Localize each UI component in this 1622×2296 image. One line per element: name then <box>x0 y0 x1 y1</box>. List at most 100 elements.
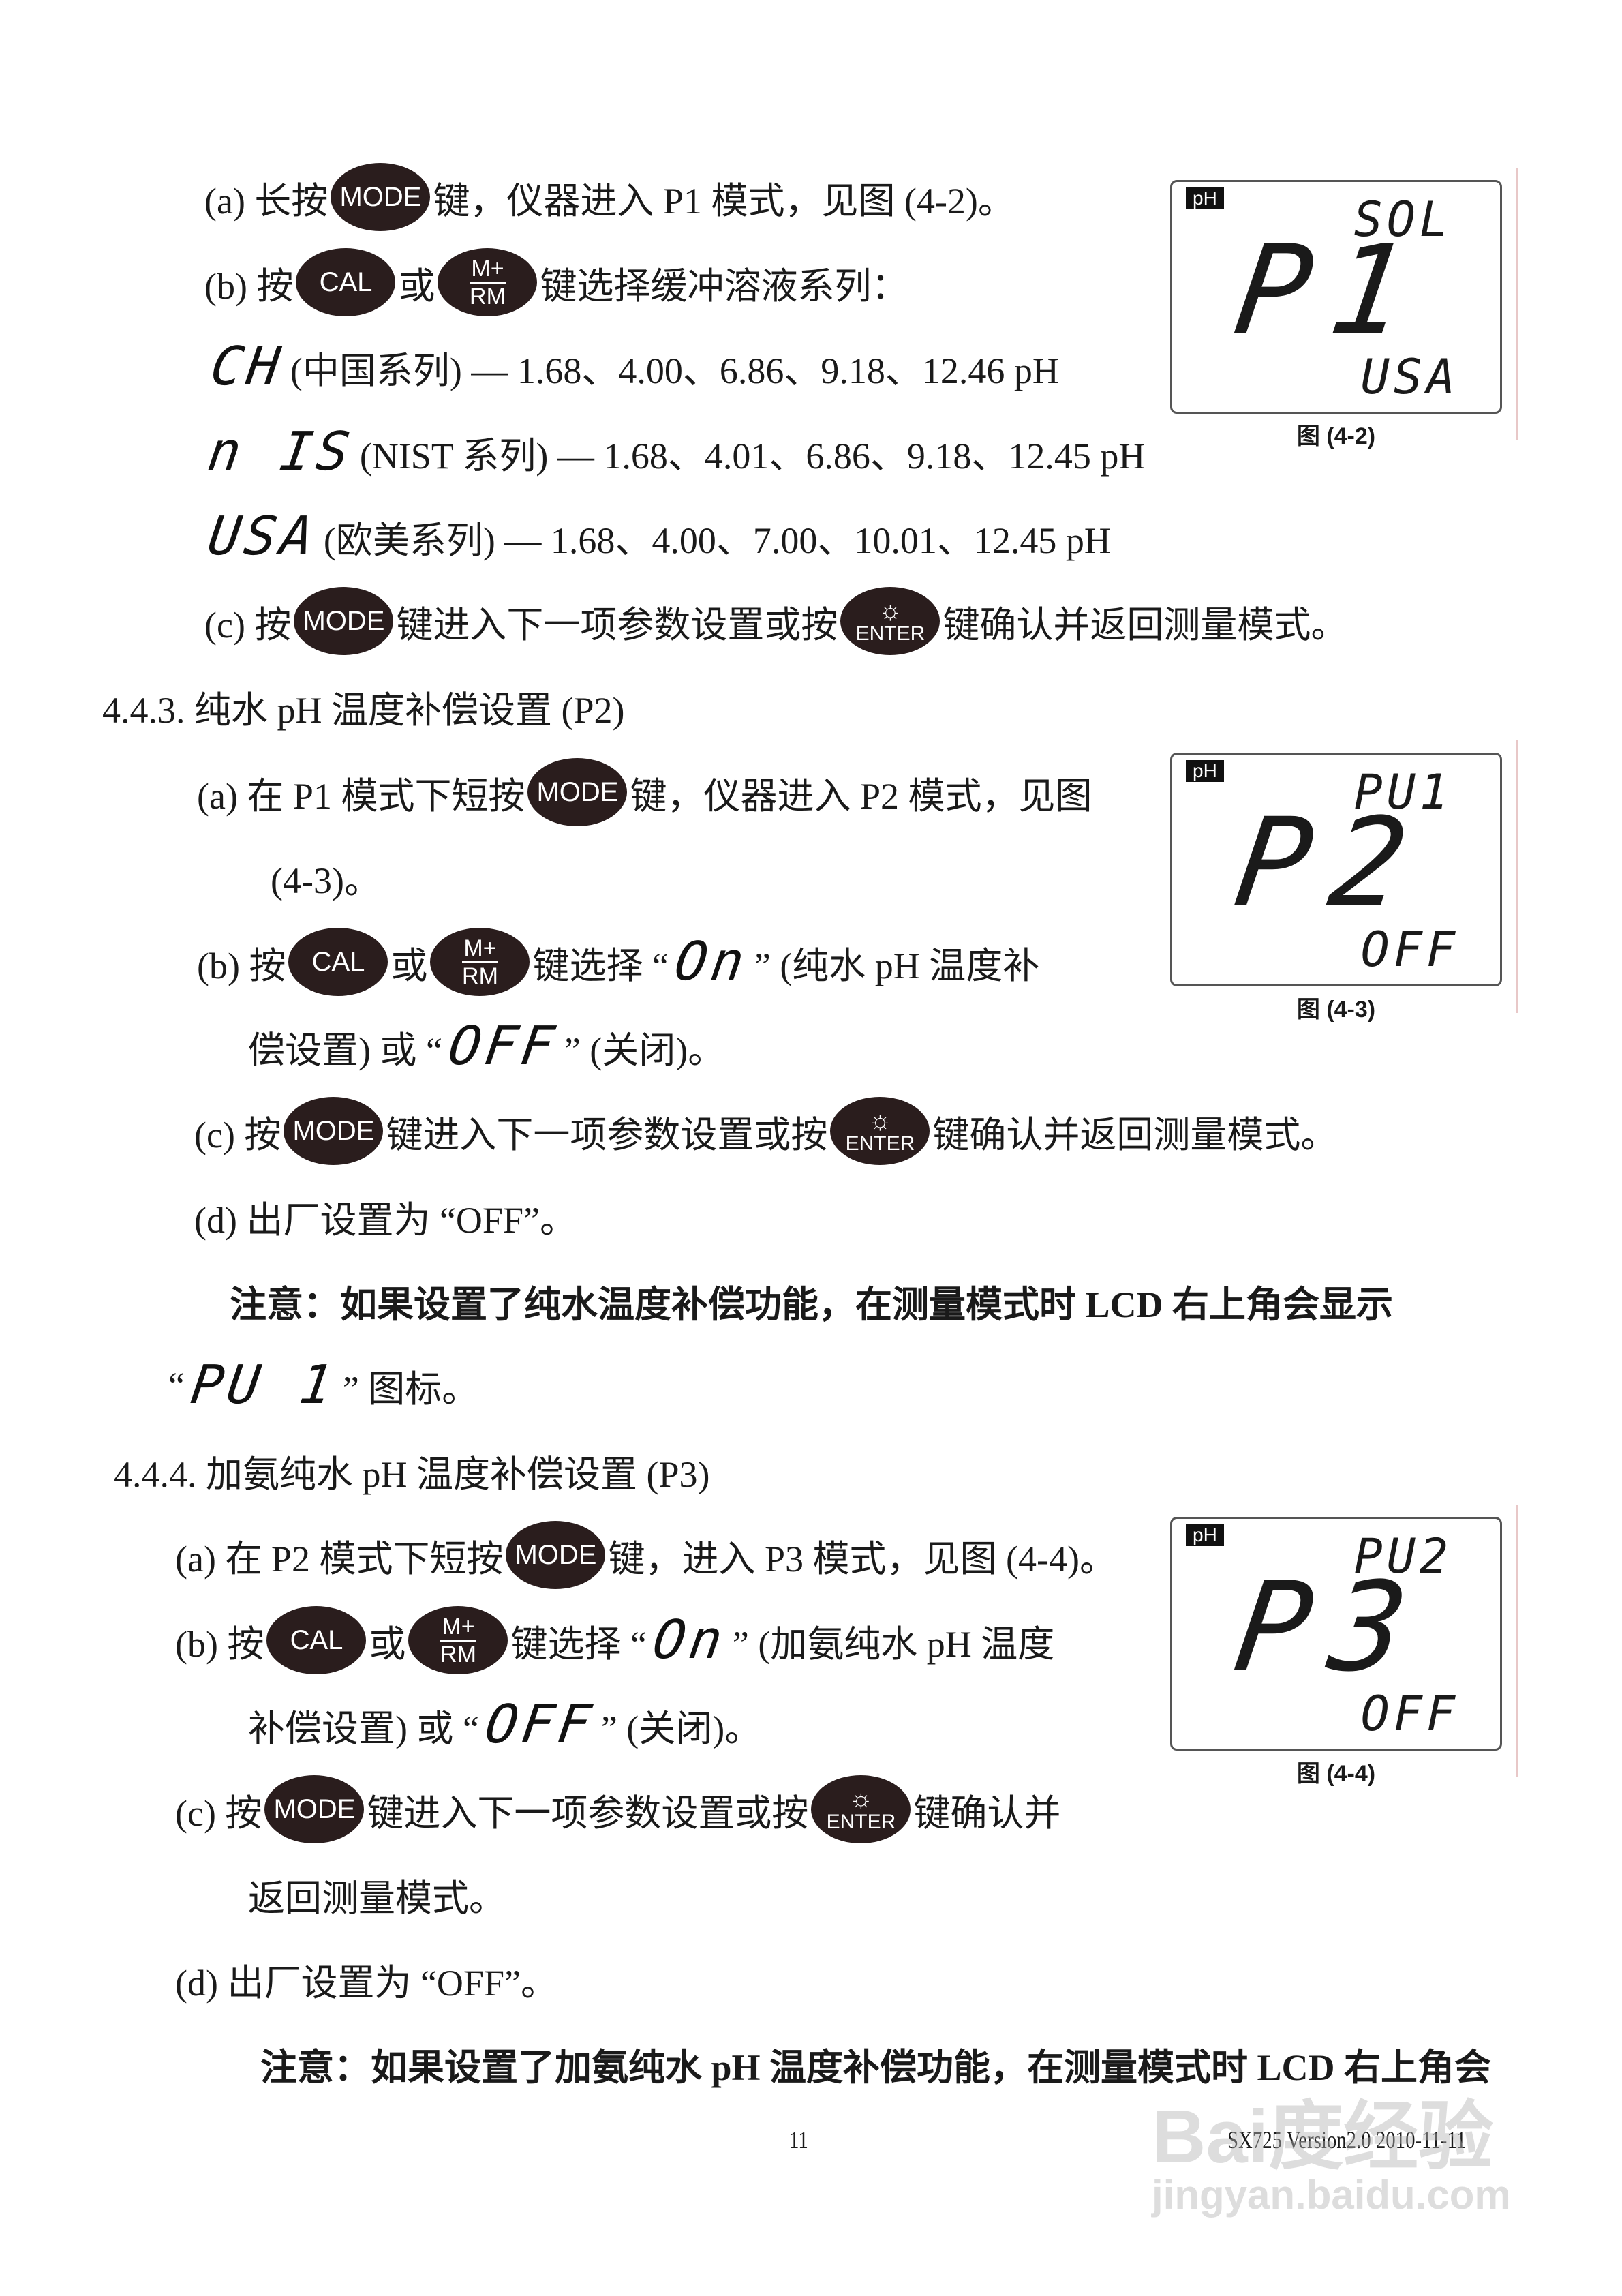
text-run: 补偿设置) 或 “ <box>248 1708 479 1749</box>
text-line: n IS(NIST 系列) — 1.68、4.01、6.86、9.18、12.4… <box>202 414 1146 489</box>
lcd-segment-text: OFF <box>444 1016 562 1077</box>
text-line: USA(欧美系列) — 1.68、4.00、7.00、10.01、12.45 p… <box>202 499 1111 574</box>
text-run: (b) 按 <box>197 945 286 986</box>
text-run: 键进入下一项参数设置或按 <box>386 1114 828 1155</box>
margin-line <box>1516 1505 1518 1777</box>
key-label: MODE <box>292 1116 375 1146</box>
text-run: 键，仪器进入 P2 模式，见图 <box>630 775 1092 817</box>
watermark-url: jingyan.baidu.com <box>1152 2172 1511 2218</box>
key-label: M+ <box>463 935 497 961</box>
text-run: 键进入下一项参数设置或按 <box>396 604 838 646</box>
text-run: 或 <box>369 1623 406 1665</box>
key-label: M+ <box>442 1613 475 1640</box>
text-run: (d) 出厂设置为 “OFF”。 <box>194 1199 577 1241</box>
mode-key-icon: MODE <box>331 163 431 231</box>
key-label: RM <box>440 1639 476 1666</box>
mode-key-icon: MODE <box>284 1097 384 1165</box>
m-plus-rm-key-icon: M+RM <box>438 248 538 316</box>
text-run: 偿设置) 或 “ <box>248 1029 442 1071</box>
key-label: RM <box>462 961 498 988</box>
mode-key-icon: MODE <box>294 587 394 655</box>
text-line: (d) 出厂设置为 “OFF”。 <box>194 1179 577 1254</box>
sun-icon: ☼ <box>868 1106 892 1135</box>
text-run: (c) 按 <box>194 1114 281 1155</box>
mode-key-icon: MODE <box>506 1521 606 1589</box>
mode-key-icon: MODE <box>264 1775 365 1843</box>
sun-icon: ☼ <box>878 596 902 625</box>
text-run: ” (关闭)。 <box>600 1708 762 1749</box>
text-run: 或 <box>391 945 428 986</box>
lcd-top-text: SOL <box>1353 192 1452 247</box>
lcd-top-text: PU2 <box>1353 1528 1452 1584</box>
text-run: ” (加氨纯水 pH 温度 <box>732 1623 1055 1665</box>
ph-badge: pH <box>1186 187 1224 209</box>
cal-key-icon: CAL <box>288 928 388 996</box>
text-line: 补偿设置) 或 “OFF” (关闭)。 <box>248 1687 761 1762</box>
key-label: MODE <box>339 182 422 212</box>
key-label: MODE <box>515 1540 597 1570</box>
lcd-segment-text: n IS <box>204 421 358 483</box>
version-footer: SX725 Version2.0 2010-11-11 <box>1227 2126 1467 2154</box>
text-line: (a) 长按 MODE 键，仪器进入 P1 模式，见图 (4-2)。 <box>204 160 1015 235</box>
text-run: “ <box>168 1365 185 1406</box>
lcd-bottom-text: OFF <box>1360 922 1459 978</box>
lcd-top-text: PU1 <box>1353 764 1452 820</box>
lcd-segment-text: OFF <box>481 1694 599 1755</box>
enter-key-icon: ☼ENTER <box>811 1775 911 1843</box>
text-line: 偿设置) 或 “OFF” (关闭)。 <box>248 1009 724 1084</box>
text-run: ” (纯水 pH 温度补 <box>754 945 1040 986</box>
key-label: MODE <box>273 1794 356 1824</box>
text-run: 键选择缓冲溶液系列： <box>540 265 908 307</box>
lcd-segment-text: CH <box>206 336 288 397</box>
key-label: ENTER <box>855 622 925 645</box>
note-text: 注意：如果设置了加氨纯水 pH 温度补偿功能，在测量模式时 LCD 右上角会 <box>260 2046 1492 2088</box>
text-line: “PU 1” 图标。 <box>168 1348 478 1423</box>
text-line: (d) 出厂设置为 “OFF”。 <box>175 1942 557 2016</box>
lcd-main-text: P2 <box>1227 792 1436 935</box>
cal-key-icon: CAL <box>296 248 396 316</box>
lcd-main-text: P3 <box>1227 1556 1436 1699</box>
lcd-segment-text: USA <box>204 506 322 567</box>
ph-badge: pH <box>1186 760 1224 782</box>
key-label: CAL <box>311 947 365 977</box>
text-run: 键确认并返回测量模式。 <box>932 1114 1338 1155</box>
text-line: (a) 在 P1 模式下短按 MODE 键，仪器进入 P2 模式，见图 <box>197 755 1092 830</box>
text-run: 键确认并 <box>913 1792 1061 1834</box>
text-run: 返回测量模式。 <box>248 1877 506 1919</box>
key-label: RM <box>470 281 506 308</box>
key-label: MODE <box>536 777 619 807</box>
text-run: 4.4.4. 加氨纯水 pH 温度补偿设置 (P3) <box>114 1453 710 1495</box>
text-run: 键选择 “ <box>532 945 669 986</box>
text-line: (b) 按 CAL 或 M+RM 键选择 “On” (纯水 pH 温度补 <box>197 924 1039 999</box>
text-line: 注意：如果设置了纯水温度补偿功能，在测量模式时 LCD 右上角会显示 <box>230 1263 1393 1338</box>
text-line: 4.4.3. 纯水 pH 温度补偿设置 (P2) <box>102 669 625 744</box>
mode-key-icon: MODE <box>527 758 628 826</box>
text-run: ” (关闭)。 <box>564 1029 725 1071</box>
cal-key-icon: CAL <box>266 1606 367 1674</box>
text-run: (c) 按 <box>175 1792 262 1834</box>
text-line: (4-3)。 <box>271 839 381 914</box>
key-label: ENTER <box>826 1811 896 1833</box>
text-run: (NIST 系列) — 1.68、4.01、6.86、9.18、12.45 pH <box>359 435 1146 477</box>
text-run: 4.4.3. 纯水 pH 温度补偿设置 (P2) <box>102 689 625 731</box>
text-run: 键，仪器进入 P1 模式，见图 (4-2)。 <box>433 180 1015 222</box>
text-run: (b) 按 <box>204 265 294 307</box>
text-run: (4-3)。 <box>271 860 381 901</box>
lcd-segment-text: On <box>671 931 752 993</box>
key-label: CAL <box>319 267 373 297</box>
key-label: MODE <box>303 606 385 636</box>
text-run: (a) 在 P1 模式下短按 <box>197 775 525 817</box>
lcd-bottom-text: USA <box>1360 349 1459 405</box>
text-run: (c) 按 <box>204 604 292 646</box>
text-line: 4.4.4. 加氨纯水 pH 温度补偿设置 (P3) <box>114 1433 710 1508</box>
key-label: M+ <box>471 255 504 282</box>
text-run: (a) 长按 <box>204 180 328 222</box>
